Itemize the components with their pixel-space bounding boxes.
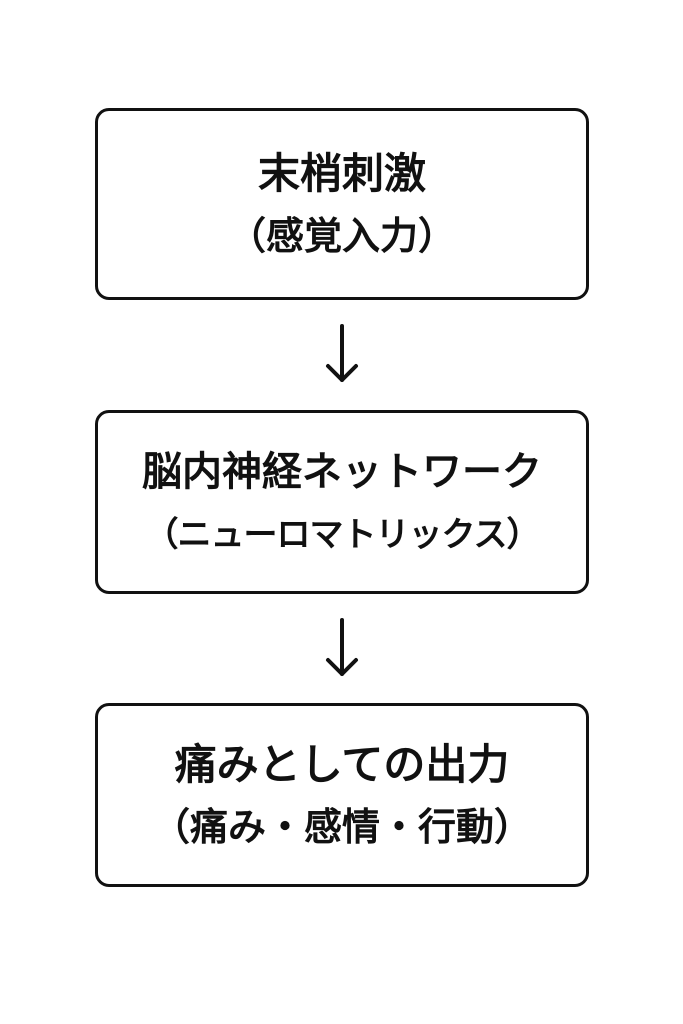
box-title: 脳内神経ネットワーク — [142, 449, 542, 495]
flow-box-peripheral-stimulus: 末梢刺激 （感覚入力） — [95, 108, 589, 300]
arrow-down-icon — [326, 324, 358, 382]
flow-box-pain-output: 痛みとしての出力 （痛み・感情・行動） — [95, 703, 589, 887]
box-subtitle: （ニューロマトリックス） — [144, 515, 541, 555]
flow-box-neural-network: 脳内神経ネットワーク （ニューロマトリックス） — [95, 410, 589, 594]
box-title: 痛みとしての出力 — [174, 740, 510, 789]
box-subtitle: （痛み・感情・行動） — [151, 805, 532, 849]
box-subtitle: （感覚入力） — [227, 214, 456, 258]
box-title: 末梢刺激 — [257, 149, 426, 198]
arrow-down-icon — [326, 618, 358, 676]
